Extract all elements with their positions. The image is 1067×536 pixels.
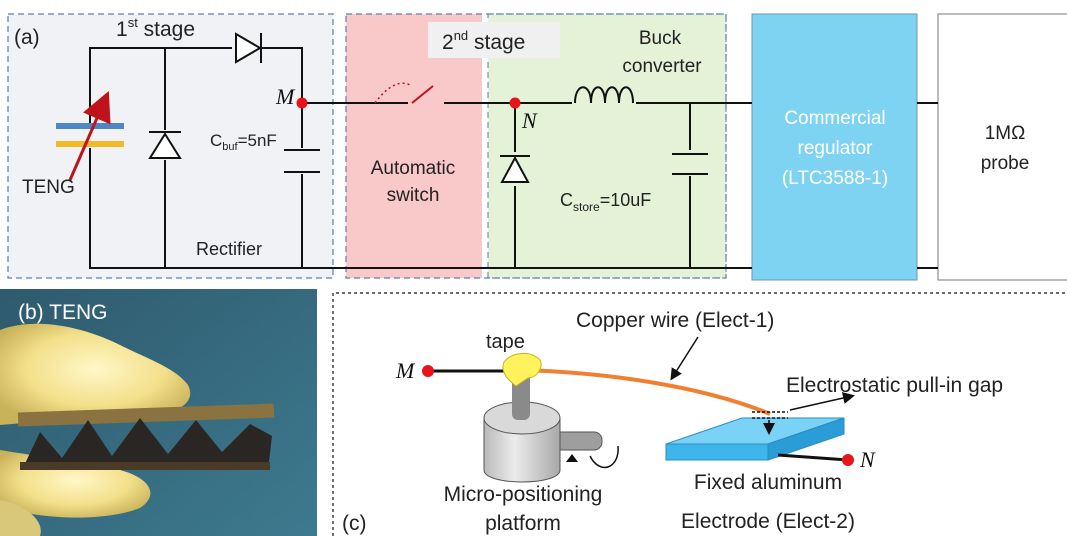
c-node-n-label: N: [859, 447, 876, 472]
node-n-label: N: [521, 108, 538, 133]
c-node-n-dot: [842, 454, 854, 466]
panel-b-photo: (b) TENG: [0, 289, 317, 536]
panel-a: (a) 1st stage 2nd stage TENG Rectifier C…: [7, 13, 1067, 281]
panel-c: M tape Copper wire (Elect-1) N: [332, 292, 1067, 536]
teng-sponge-layer: [22, 418, 272, 470]
node-n-dot: [509, 97, 521, 109]
regulator-box: [751, 13, 918, 281]
c-node-m-dot: [422, 365, 434, 377]
panel-b-label: (b) TENG: [18, 301, 107, 324]
stage2-label-bg: [428, 22, 560, 58]
buck-label-line1: Buck: [639, 28, 682, 49]
gap-label: Electrostatic pull-in gap: [786, 374, 1003, 397]
stage2-label: 2nd stage: [442, 28, 525, 54]
teng-symbol: [56, 90, 124, 181]
rectifier-diode-top: [235, 32, 262, 64]
copper-wire-label: Copper wire (Elect-1): [576, 309, 774, 332]
electrode-label-line2: Electrode (Elect-2): [681, 510, 855, 533]
teng-label: TENG: [22, 177, 75, 198]
panel-c-tag: (c): [342, 512, 367, 535]
panel-a-tag: (a): [14, 26, 40, 49]
buck-inductor: [572, 86, 636, 106]
tape: [502, 353, 542, 387]
glove-hand: [0, 323, 191, 425]
copper-wire: [519, 368, 771, 416]
node-m-label: M: [275, 84, 296, 109]
platform-label-line2: platform: [485, 512, 561, 535]
cstore-label: Cstore=10uF: [560, 190, 651, 214]
regulator-label-line3: (LTC3588-1): [782, 168, 888, 189]
rectifier-label: Rectifier: [196, 239, 262, 259]
pull-in-gap-marker: [752, 411, 788, 435]
n-lead-wire: [777, 453, 849, 462]
rectifier-diode-vertical: [146, 130, 184, 160]
cbuf-label: Cbuf=5nF: [210, 131, 277, 153]
gap-pointer: [789, 392, 855, 411]
probe-box: [937, 13, 1067, 281]
regulator-label-line1: Commercial: [784, 108, 885, 129]
platform-label-line1: Micro-positioning: [444, 483, 603, 506]
panel-c-frame: [332, 292, 1067, 536]
switch-label-line2: switch: [387, 185, 440, 206]
buck-label-line2: converter: [622, 56, 702, 77]
regulator-label-line2: regulator: [798, 138, 874, 159]
probe-label-line1: 1MΩ: [985, 123, 1026, 144]
automatic-switch: [374, 82, 444, 108]
teng-device-base: [20, 462, 270, 470]
circuit-wires: [89, 47, 938, 269]
fixed-aluminum-electrode: [665, 417, 845, 461]
probe-label-line2: probe: [981, 153, 1030, 174]
cbuf-capacitor: [284, 148, 320, 174]
glove-thumb: [0, 500, 41, 536]
c-node-m-label: M: [395, 358, 416, 383]
cstore-capacitor: [672, 150, 710, 176]
stage1-label: 1st stage: [116, 15, 195, 41]
tape-label: tape: [486, 331, 525, 353]
copper-wire-pointer: [670, 336, 699, 381]
micro-positioning-platform: [483, 370, 619, 483]
node-m-dot: [296, 97, 308, 109]
electrode-label-line1: Fixed aluminum: [694, 471, 842, 494]
teng-device-film: [17, 403, 275, 427]
buck-diode: [498, 152, 534, 186]
switch-label-line1: Automatic: [371, 158, 455, 179]
buck-outline: [487, 13, 727, 279]
